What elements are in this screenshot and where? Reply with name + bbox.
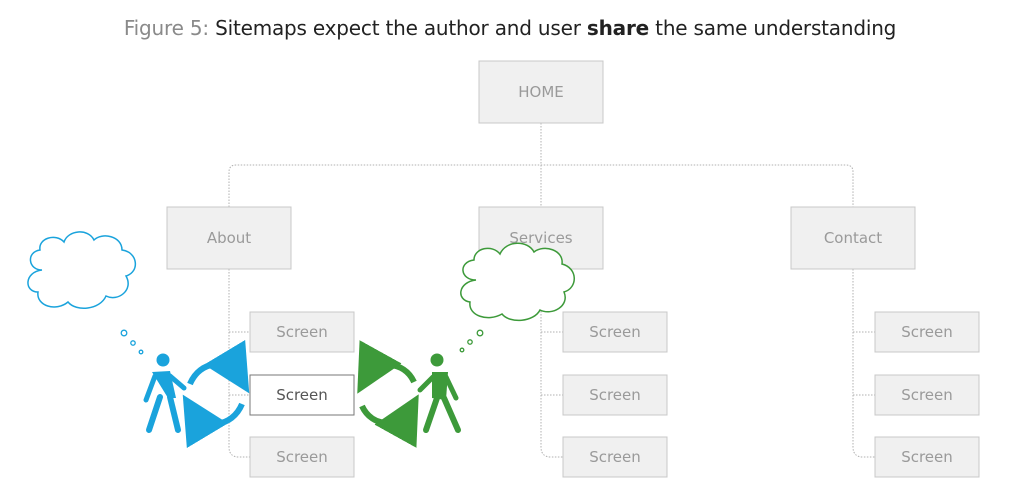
author-walking-person-icon [143,353,187,433]
contact-screen-2: Screen [874,374,980,416]
figure-label: Figure 5: [123,16,209,40]
about-screen-1-label: Screen [276,323,328,341]
connector-services-column [540,269,563,458]
author-thought-cloud-icon [27,231,144,355]
about-screen-1: Screen [249,311,355,353]
about-node: About [166,206,292,270]
contact-node: Contact [790,206,916,270]
about-label: About [207,229,251,247]
figure-title: Figure 5: Sitemaps expect the author and… [0,16,1020,40]
title-text-before: Sitemaps expect the author and user [215,16,581,40]
about-screen-3-label: Screen [276,448,328,466]
home-label: HOME [518,83,564,101]
about-screen-2-label: Screen [276,386,328,404]
user-walking-person-icon [417,353,461,433]
title-text-bold: share [586,16,649,40]
home-node: HOME [478,60,604,124]
connector-contact-column [852,269,875,458]
sitemap-connectors [228,123,875,458]
connector-top-bar [228,164,854,207]
services-screen-2: Screen [562,374,668,416]
contact-screen-2-label: Screen [901,386,953,404]
contact-screen-3: Screen [874,436,980,478]
contact-screen-1-label: Screen [901,323,953,341]
about-screen-2-highlighted: Screen [249,374,355,416]
user-thought-cloud-icon [459,242,575,353]
services-screen-1-label: Screen [589,323,641,341]
services-label: Services [509,229,572,247]
contact-label: Contact [824,229,882,247]
author-cycle-arrows-icon [182,339,250,449]
services-screen-2-label: Screen [589,386,641,404]
connector-about-column [228,269,250,458]
contact-screen-3-label: Screen [901,448,953,466]
services-screen-1: Screen [562,311,668,353]
services-screen-3: Screen [562,436,668,478]
about-screen-3: Screen [249,436,355,478]
services-screen-3-label: Screen [589,448,641,466]
contact-screen-1: Screen [874,311,980,353]
user-cycle-arrows-icon [357,340,419,448]
title-text-after: the same understanding [655,16,897,40]
